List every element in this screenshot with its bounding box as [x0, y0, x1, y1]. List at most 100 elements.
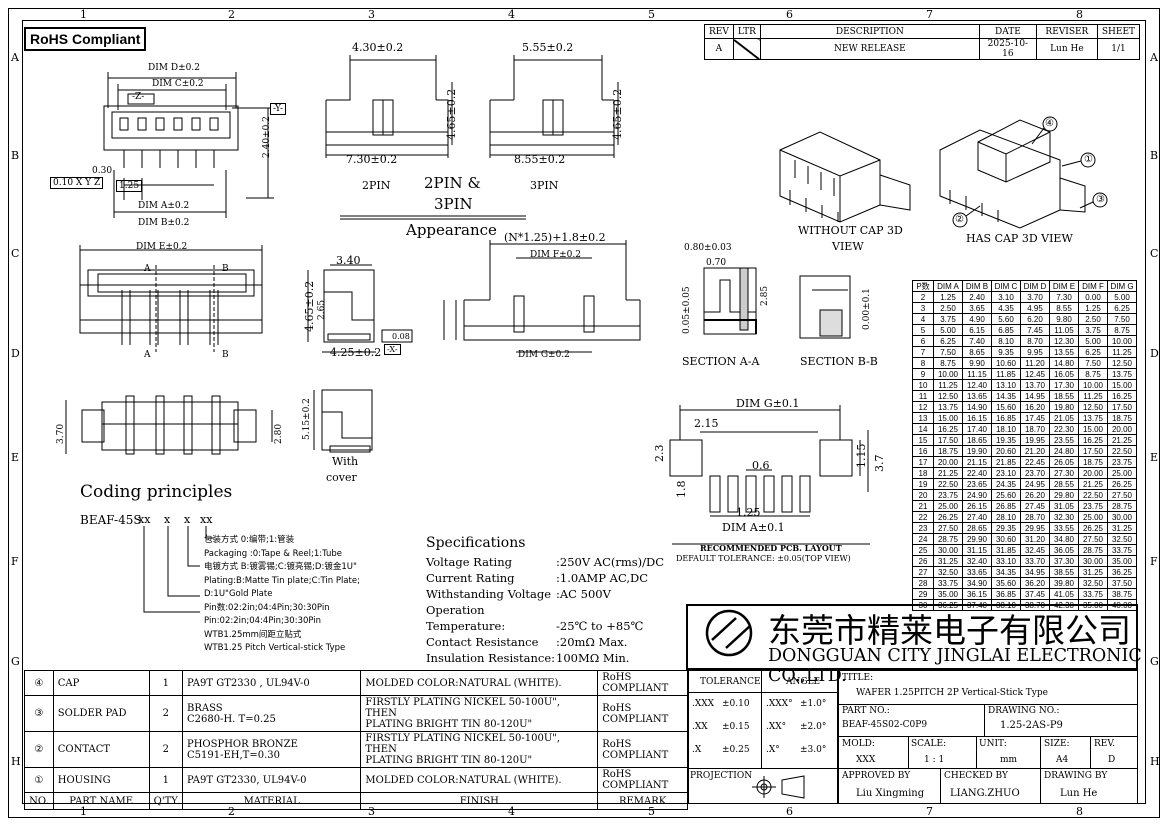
table-cell: 28.75	[1107, 500, 1137, 512]
table-cell: 24.80	[1049, 445, 1079, 457]
angle-header: ANGLE	[786, 677, 821, 687]
table-cell: 11.25	[1078, 390, 1108, 402]
table-cell: 37.50	[1107, 577, 1137, 589]
spec-row: Current Rating:1.0AMP AC,DC	[426, 571, 649, 585]
bom-header-cell: Q'TY	[148, 792, 183, 810]
table-cell: 30.00	[1078, 555, 1108, 567]
front-view-drawing	[79, 245, 263, 352]
table-cell: 5.00	[1078, 335, 1108, 347]
table-cell: 33.55	[1049, 522, 1079, 534]
table-cell: 29.90	[962, 533, 992, 545]
without-cap-label-1: WITHOUT CAP 3D	[798, 224, 903, 237]
table-cell: 22.50	[933, 478, 963, 490]
table-cell: 17.30	[1049, 379, 1079, 391]
table-cell: 16.85	[991, 412, 1021, 424]
tolerance-footer-line	[688, 768, 838, 769]
table-cell: 26.25	[933, 511, 963, 523]
spec-row: Withstanding Voltage:AC 500V	[426, 587, 611, 601]
section-aa-dim-a: 0.80±0.03	[684, 243, 732, 253]
tb-line-3	[838, 768, 1138, 769]
mold-label: MOLD:	[842, 739, 875, 749]
table-cell: 11	[912, 390, 934, 402]
table-cell: 33.75	[933, 577, 963, 589]
section-a-marker-top: A	[144, 264, 151, 274]
section-bb-drawing	[799, 275, 851, 339]
table-cell: 18.75	[1078, 456, 1108, 468]
company-name-cn: 东莞市精莱电子有限公司	[768, 611, 1131, 650]
grid-col-2: 2	[228, 8, 235, 21]
table-cell: 22.50	[1078, 489, 1108, 501]
bom-cell: CAP	[52, 670, 150, 696]
2pin-drawing	[325, 55, 453, 158]
bottom-height-2-label: 2.80	[274, 423, 284, 444]
callout-2: ②	[955, 214, 964, 225]
title-value: WAFER 1.25PITCH 2P Vertical-Stick Type	[856, 688, 1048, 698]
x-datum-label: -X-	[384, 344, 401, 355]
table-cell: 28.75	[933, 533, 963, 545]
table-cell: 6	[912, 335, 934, 347]
with-cap-label: HAS CAP 3D VIEW	[966, 232, 1073, 245]
table-cell: 37.30	[1049, 555, 1079, 567]
grid-row-d-r: D	[1150, 347, 1159, 360]
table-cell: 18.65	[962, 434, 992, 446]
table-cell: 31.25	[933, 555, 963, 567]
table-cell: 39.80	[1049, 577, 1079, 589]
approved-label: APPROVED BY	[842, 771, 911, 781]
table-cell: 9.90	[962, 357, 992, 369]
pcb-dim-1-25: 1.25	[736, 506, 761, 519]
table-cell: 28.10	[991, 511, 1021, 523]
table-cell: 22.40	[962, 467, 992, 479]
title-label: TITLE:	[842, 673, 874, 683]
table-cell: 13.75	[1078, 412, 1108, 424]
table-cell: 26.25	[1078, 522, 1108, 534]
table-cell: 36.05	[1049, 544, 1079, 556]
tolerance-divider	[761, 670, 762, 768]
bom-cell: SOLDER PAD	[52, 695, 150, 732]
table-cell: 20	[912, 489, 934, 501]
table-cell: 35.00	[933, 588, 963, 600]
table-cell: 21.25	[1078, 478, 1108, 490]
specifications-list: Voltage Rating:250V AC(rms)/DC Current R…	[426, 554, 664, 666]
table-cell: 18.75	[1107, 412, 1137, 424]
table-cell: 22.30	[1049, 423, 1079, 435]
table-cell: 20.00	[1107, 423, 1137, 435]
table-cell: 3.10	[991, 291, 1021, 303]
table-cell: 11.25	[933, 379, 963, 391]
tolerance-cell: ±0.15	[722, 722, 750, 732]
table-cell: 3.70	[1020, 291, 1050, 303]
table-cell: 16.25	[933, 423, 963, 435]
flatness-label: 0.08	[392, 332, 410, 341]
table-cell: 8.70	[1020, 335, 1050, 347]
tolerance-header: TOLERANCE	[700, 677, 761, 687]
tb-vline-6	[940, 768, 941, 804]
grid-col-5b: 5	[648, 805, 655, 818]
grid-row-h: H	[11, 755, 21, 768]
table-cell: 23.10	[991, 467, 1021, 479]
pcb-dim-3-7: 3.7	[873, 454, 886, 473]
table-cell: 18.55	[1049, 390, 1079, 402]
table-cell: 15	[912, 434, 934, 446]
bom-cell: BRASS C2680-H. T=0.25	[181, 695, 362, 732]
bottom-height-label: 3.70	[56, 423, 66, 444]
rev-value: D	[1108, 755, 1116, 765]
company-banner	[686, 604, 1138, 670]
coding-part-pins: xx	[138, 513, 151, 526]
callout-4: ④	[1045, 118, 1054, 129]
table-cell: 3.65	[962, 302, 992, 314]
pcb-layout-drawing	[669, 405, 870, 545]
table-cell: 36.20	[1020, 577, 1050, 589]
rev-value: A	[704, 38, 734, 60]
table-cell: 2.40	[962, 291, 992, 303]
table-cell: 11.85	[991, 368, 1021, 380]
table-cell: 26.15	[962, 500, 992, 512]
